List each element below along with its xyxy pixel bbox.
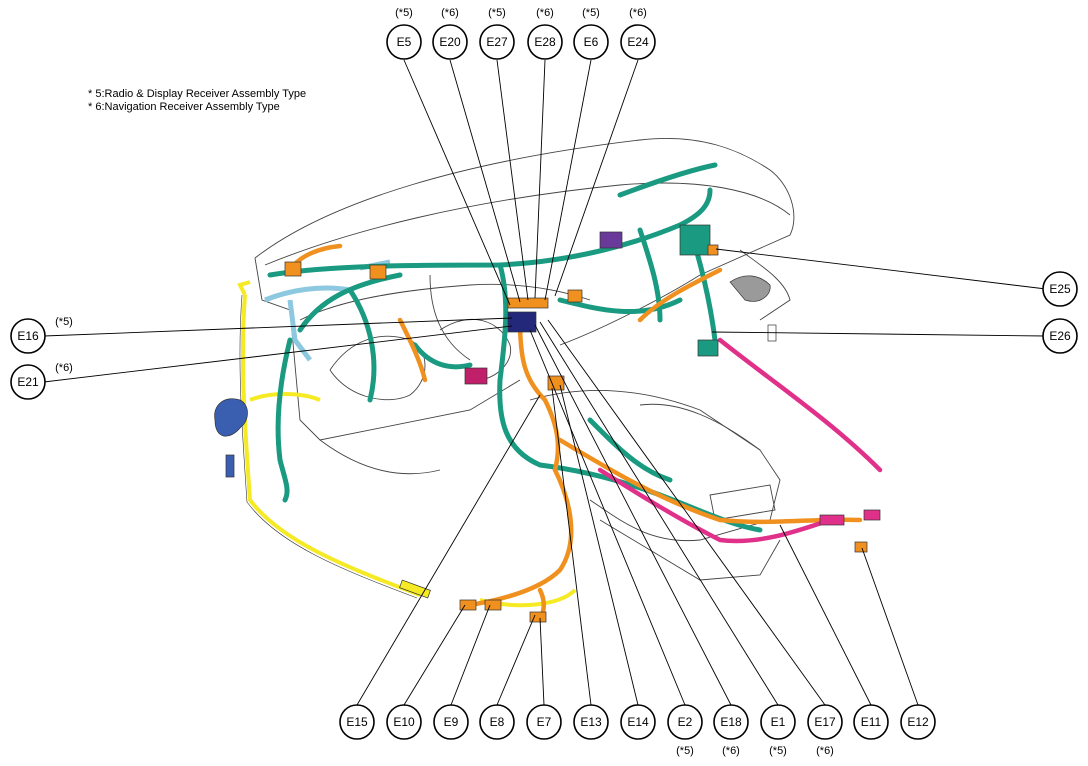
callout-circle — [760, 704, 796, 740]
callout-e18: E18 (*6) — [713, 704, 749, 757]
callout-e17: E17 (*6) — [807, 704, 843, 757]
callout-circle — [386, 704, 422, 740]
callout-e5: E5 (*5) — [386, 7, 422, 60]
callout-circle — [713, 704, 749, 740]
callout-label: E27 — [486, 35, 508, 49]
callout-label: E8 — [490, 715, 505, 729]
callout-label: E2 — [678, 715, 693, 729]
callout-e13: E13 — [573, 704, 609, 740]
callout-circle — [573, 24, 609, 60]
callout-e10: E10 — [386, 704, 422, 740]
callout-e24: E24 (*6) — [620, 7, 656, 60]
callout-e16: E16 (*5) — [10, 316, 73, 354]
callout-e6: E6 (*5) — [573, 7, 609, 60]
callout-e20: E20 (*6) — [432, 7, 468, 60]
variant-label: (*5) — [676, 745, 694, 757]
callout-label: E14 — [627, 715, 649, 729]
yellow-harness-outline — [239, 294, 418, 599]
callout-label: E11 — [861, 715, 882, 729]
variant-label: (*5) — [488, 7, 506, 19]
callout-label: E1 — [771, 715, 786, 729]
callout-circle — [526, 704, 562, 740]
legend: * 5:Radio & Display Receiver Assembly Ty… — [88, 88, 306, 114]
callout-circle — [527, 24, 563, 60]
callout-e25: E25 — [1042, 271, 1078, 307]
variant-label: (*5) — [395, 7, 413, 19]
callout-label: E21 — [17, 375, 39, 389]
callout-circle — [10, 364, 46, 400]
callout-label: E18 — [720, 715, 742, 729]
callout-e14: E14 — [620, 704, 656, 740]
callouts: E5 (*5) E20 (*6) E27 (*5) E28 (*6) E6 (*5) E24 (*6)… — [10, 7, 1078, 757]
pink-harness — [597, 337, 883, 544]
variant-label: (*6) — [816, 745, 834, 757]
callout-e11: E11 — [853, 704, 889, 740]
variant-label: (*6) — [536, 7, 554, 19]
callout-label: E10 — [393, 715, 415, 729]
callout-circle — [620, 704, 656, 740]
variant-label: (*6) — [629, 7, 647, 19]
callout-e9: E9 — [433, 704, 469, 740]
variant-label: (*5) — [55, 316, 73, 328]
callout-circle — [479, 704, 515, 740]
callout-label: E24 — [627, 35, 649, 49]
callout-label: E13 — [580, 715, 602, 729]
callout-circle — [386, 24, 422, 60]
callout-circle — [339, 704, 375, 740]
callout-circle — [1042, 318, 1078, 354]
callout-circle — [10, 318, 46, 354]
callout-e21: E21 (*6) — [10, 362, 73, 400]
callout-label: E17 — [814, 715, 836, 729]
callout-circle — [1042, 271, 1078, 307]
callout-label: E12 — [907, 715, 929, 729]
variant-label: (*5) — [769, 745, 787, 757]
callout-circle — [433, 704, 469, 740]
callout-e28: E28 (*6) — [527, 7, 563, 60]
callout-label: E9 — [444, 715, 459, 729]
variant-label: (*6) — [441, 7, 459, 19]
callout-label: E6 — [584, 35, 599, 49]
instrument-panel-outline — [254, 137, 795, 581]
callout-e1: E1 (*5) — [760, 704, 796, 757]
callout-circle — [620, 24, 656, 60]
callout-circle — [853, 704, 889, 740]
callout-e2: E2 (*5) — [667, 704, 703, 757]
callout-label: E7 — [537, 715, 552, 729]
variant-label: (*6) — [55, 362, 73, 374]
teal-harness — [267, 162, 763, 533]
callout-e26: E26 — [1042, 318, 1078, 354]
callout-circle — [432, 24, 468, 60]
variant-label: (*5) — [582, 7, 600, 19]
callout-e15: E15 — [339, 704, 375, 740]
callout-label: E20 — [439, 35, 461, 49]
callout-circle — [479, 24, 515, 60]
callout-circle — [573, 704, 609, 740]
callout-label: E15 — [346, 715, 368, 729]
callout-e8: E8 — [479, 704, 515, 740]
leader-lines — [43, 59, 1047, 706]
variant-label: (*6) — [722, 745, 740, 757]
callout-label: E28 — [534, 35, 556, 49]
callout-label: E26 — [1049, 329, 1071, 343]
callout-label: E5 — [397, 35, 412, 49]
callout-e7: E7 — [526, 704, 562, 740]
callout-e27: E27 (*5) — [479, 7, 515, 60]
legend-note-5: * 5:Radio & Display Receiver Assembly Ty… — [88, 88, 307, 100]
callout-circle — [900, 704, 936, 740]
callout-circle — [807, 704, 843, 740]
legend-note-6: * 6:Navigation Receiver Assembly Type — [88, 101, 280, 113]
callout-label: E25 — [1049, 282, 1071, 296]
callout-label: E16 — [17, 329, 39, 343]
connector-blocks — [214, 224, 881, 623]
callout-circle — [667, 704, 703, 740]
callout-e12: E12 — [900, 704, 936, 740]
